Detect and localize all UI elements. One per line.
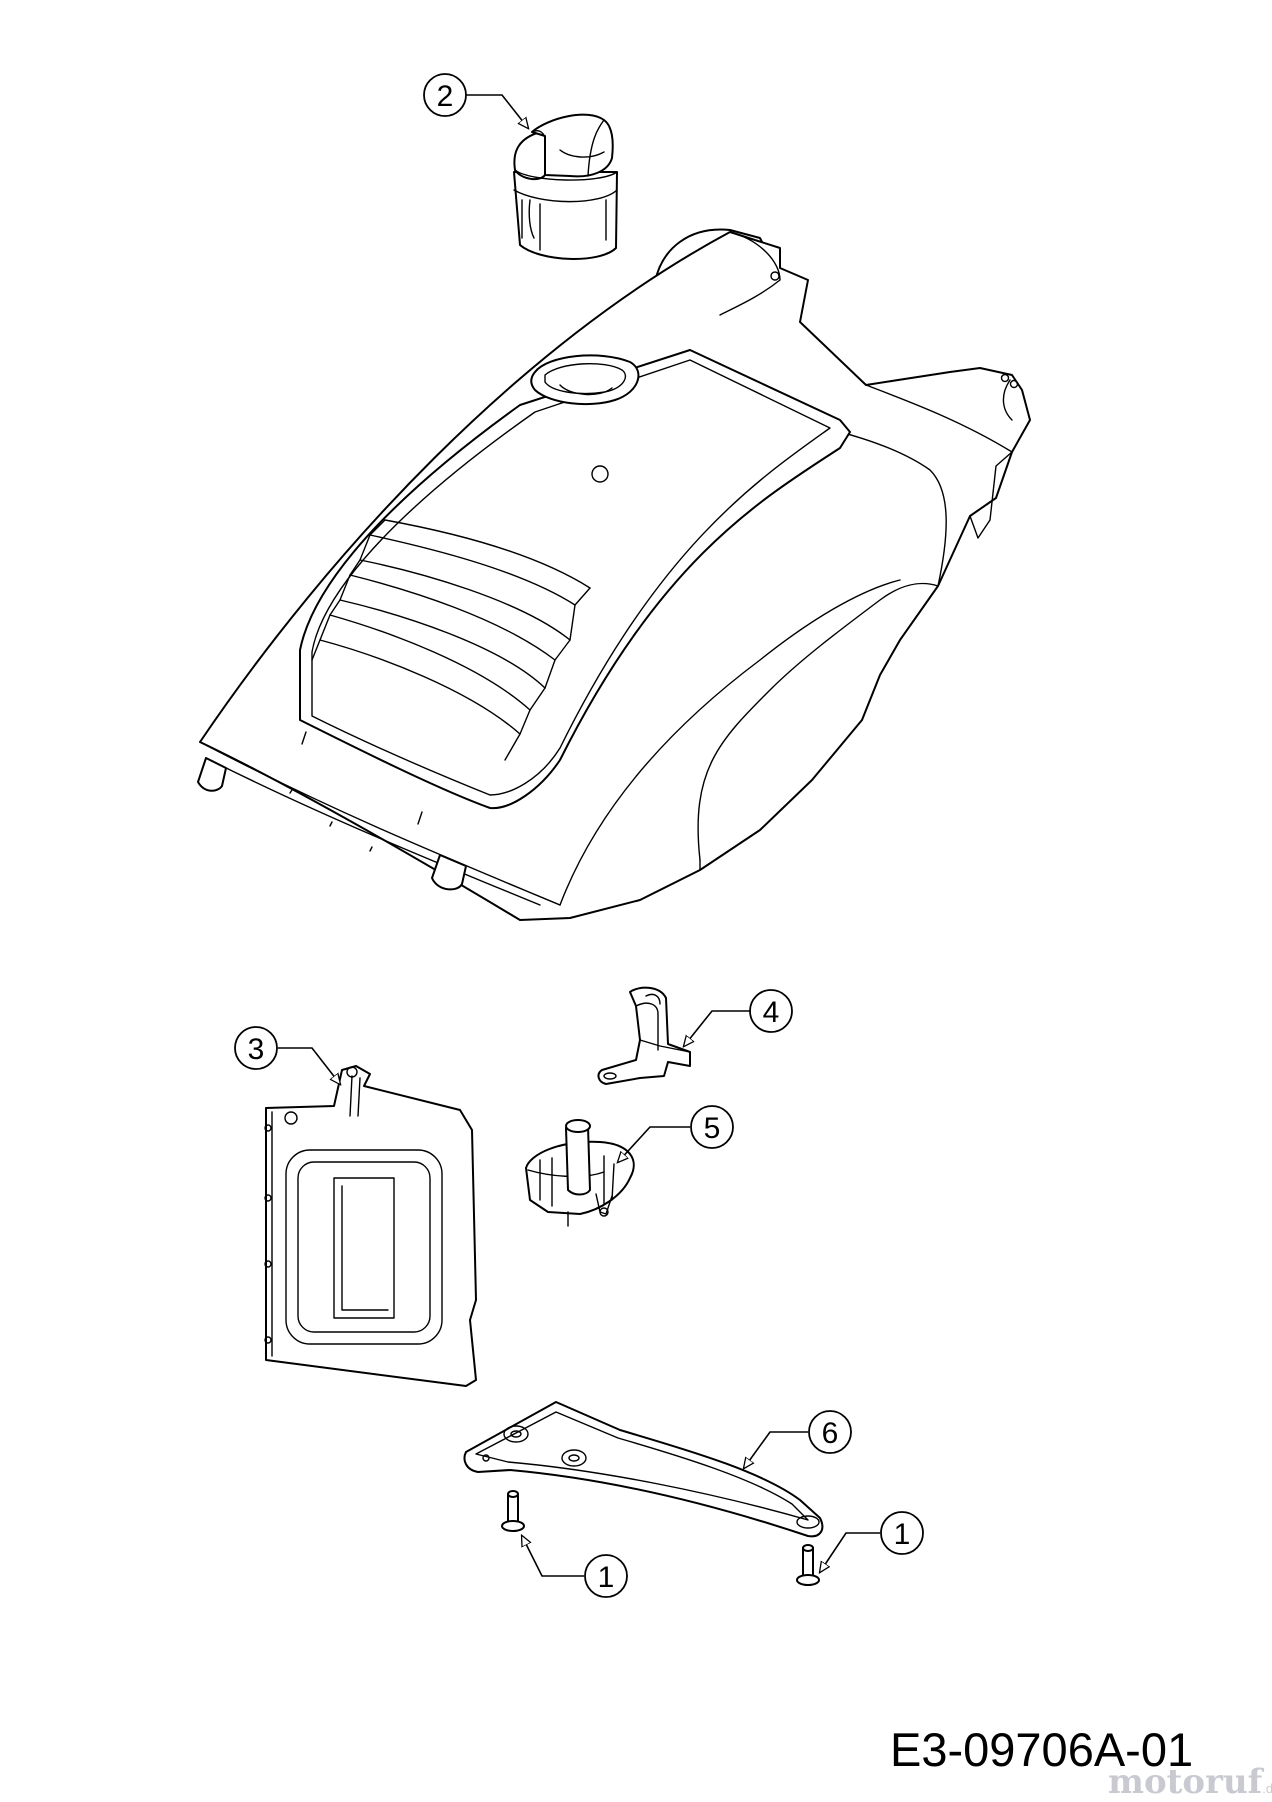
callout-5-label: 5: [704, 1112, 721, 1145]
callout-5: 5: [690, 1105, 734, 1149]
part-screw-right: [796, 1544, 820, 1586]
callout-1-left: 1: [584, 1554, 628, 1598]
callout-3-label: 3: [248, 1033, 265, 1066]
diagram-code: E3-09706A-01: [890, 1723, 1194, 1776]
callout-1-left-label: 1: [598, 1561, 615, 1594]
part-screw-left: [501, 1490, 525, 1532]
callout-4: 4: [749, 989, 793, 1033]
callout-4-label: 4: [763, 996, 780, 1029]
callout-6-label: 6: [822, 1417, 839, 1450]
callout-6: 6: [808, 1410, 852, 1454]
callout-1-right: 1: [880, 1511, 924, 1555]
watermark-text: motoruf: [1108, 1762, 1263, 1802]
part-housing: [197, 228, 1031, 921]
watermark-logo: motoruf.de: [1108, 1762, 1272, 1802]
callout-1-right-label: 1: [894, 1518, 911, 1551]
part-lever: [597, 986, 691, 1085]
part-adapter: [525, 1119, 635, 1227]
callout-2-label: 2: [437, 80, 454, 113]
part-side-flap: [264, 1065, 477, 1387]
part-strut: [463, 1401, 824, 1538]
callout-2: 2: [423, 73, 467, 117]
watermark-suffix: .de: [1262, 1781, 1272, 1796]
part-knob: [513, 113, 618, 260]
callout-3: 3: [234, 1026, 278, 1070]
